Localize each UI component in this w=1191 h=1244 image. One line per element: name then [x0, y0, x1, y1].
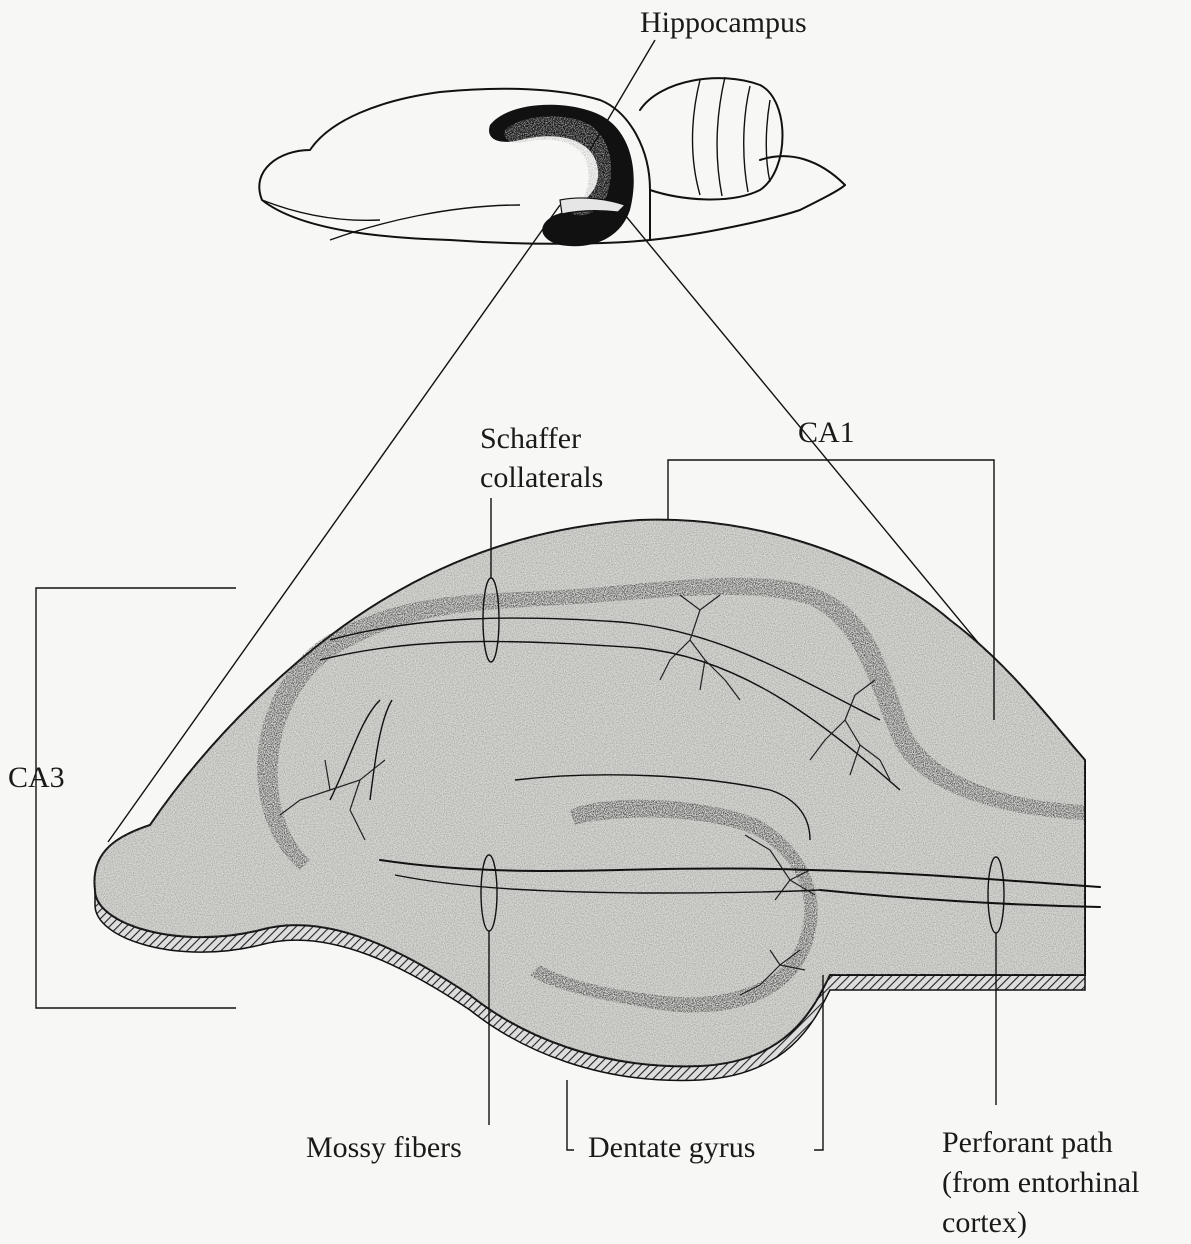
perforant-label-line3: cortex) — [942, 1206, 1027, 1239]
perforant-label-line2: (from entorhinal — [942, 1166, 1139, 1199]
hippocampus-leader-line — [590, 40, 655, 150]
dentate-gyrus-label: Dentate gyrus — [588, 1131, 755, 1164]
perforant-label-line1: Perforant path — [942, 1126, 1113, 1159]
hippocampal-section — [94, 520, 1100, 1081]
dentate-bracket-left — [567, 1080, 574, 1150]
ca1-label: CA1 — [798, 416, 855, 449]
ca3-label: CA3 — [8, 761, 65, 794]
schaffer-label-line2: collaterals — [480, 461, 603, 494]
cerebellum-outline — [640, 78, 783, 199]
mossy-fibers-label: Mossy fibers — [306, 1131, 462, 1164]
brainstem-outline — [650, 185, 845, 240]
hippocampus-label: Hippocampus — [640, 6, 807, 39]
brain-sketch: Hippocampus — [259, 6, 845, 246]
schaffer-label-line1: Schaffer — [480, 422, 581, 455]
